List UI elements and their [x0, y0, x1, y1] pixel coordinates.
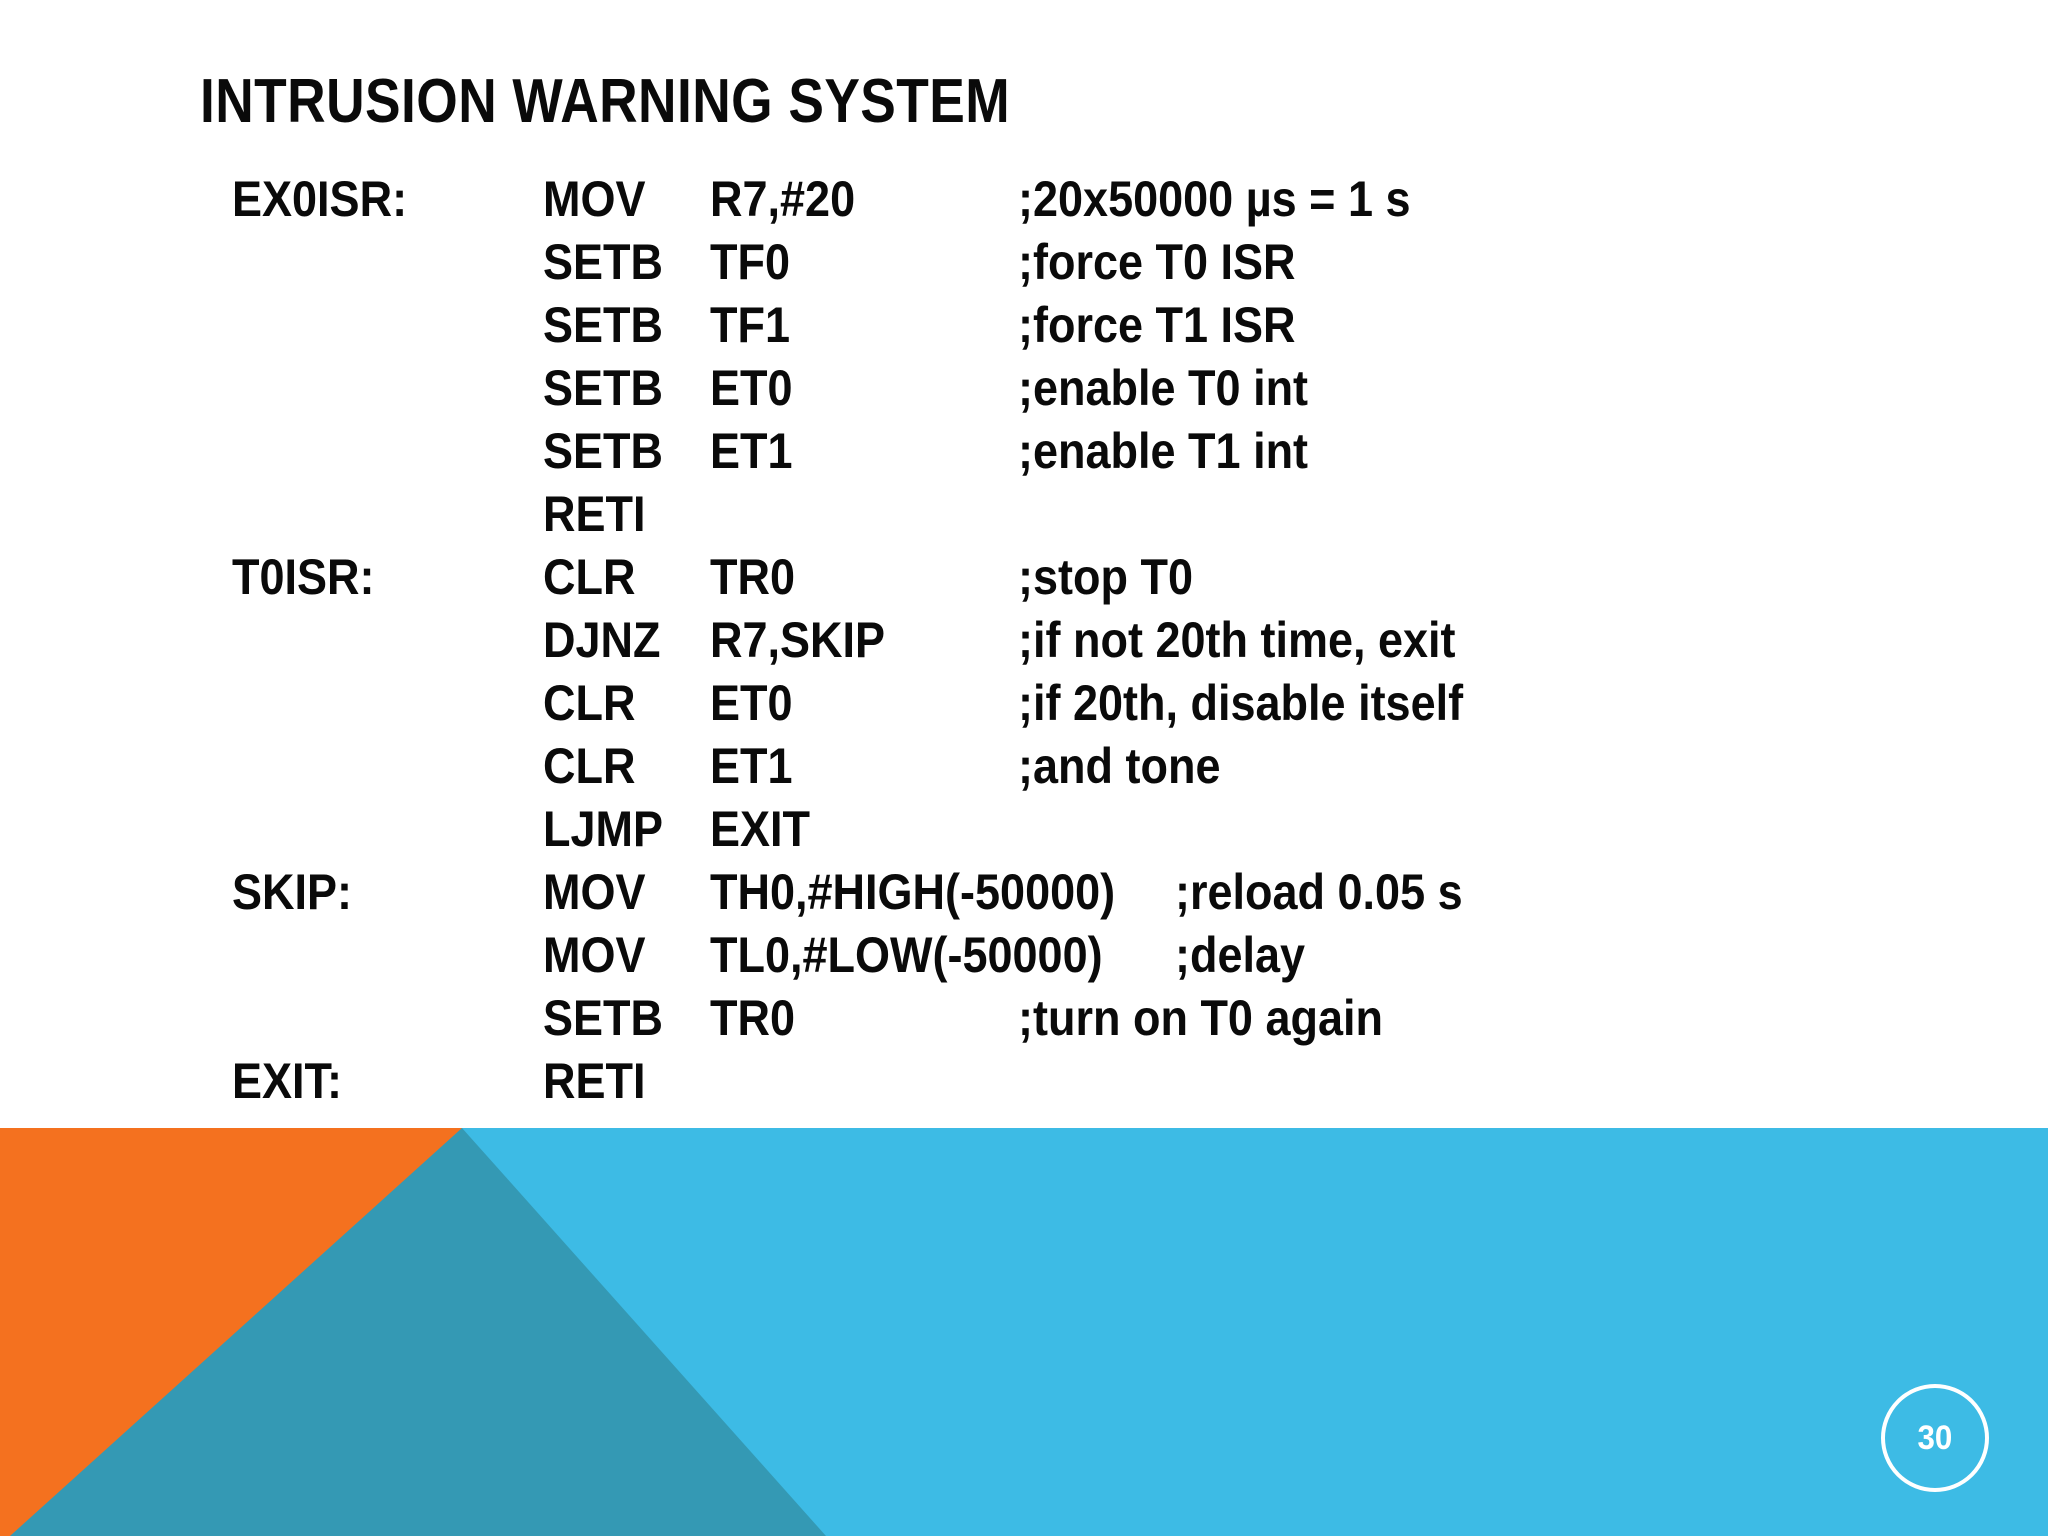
code-line: MOV TL0,#LOW(-50000) ;delay — [0, 924, 2048, 987]
code-mnemonic: DJNZ — [543, 612, 661, 668]
code-mnemonic: CLR — [543, 675, 636, 731]
band-triangle — [10, 1128, 826, 1536]
code-operand: ET0 — [710, 360, 793, 416]
code-comment: ;enable T0 int — [1018, 360, 1309, 416]
decorative-bottom-band — [0, 1128, 2048, 1536]
code-line: DJNZ R7,SKIP ;if not 20th time, exit — [0, 609, 2048, 672]
code-line: EXIT: RETI — [0, 1050, 2048, 1113]
code-label: SKIP: — [232, 864, 353, 920]
code-comment: ;turn on T0 again — [1018, 990, 1383, 1046]
code-operand: TL0,#LOW(-50000) — [710, 927, 1103, 983]
code-comment: ;20x50000 µs = 1 s — [1018, 171, 1411, 227]
code-mnemonic: SETB — [543, 423, 664, 479]
code-mnemonic: RETI — [543, 486, 646, 542]
code-line: SETB ET1 ;enable T1 int — [0, 420, 2048, 483]
code-comment: ;stop T0 — [1018, 549, 1193, 605]
code-mnemonic: MOV — [543, 927, 646, 983]
code-mnemonic: SETB — [543, 297, 664, 353]
code-operand: TF0 — [710, 234, 791, 290]
code-comment: ;if not 20th time, exit — [1018, 612, 1456, 668]
code-comment: ;force T0 ISR — [1018, 234, 1296, 290]
code-line: LJMP EXIT — [0, 798, 2048, 861]
page-title: INTRUSION WARNING SYSTEM — [200, 67, 1011, 136]
code-mnemonic: SETB — [543, 234, 664, 290]
code-operand: TH0,#HIGH(-50000) — [710, 864, 1116, 920]
code-mnemonic: LJMP — [543, 801, 664, 857]
code-line: T0ISR: CLR TR0 ;stop T0 — [0, 546, 2048, 609]
code-line: SETB TF0 ;force T0 ISR — [0, 231, 2048, 294]
code-comment: ;reload 0.05 s — [1175, 864, 1463, 920]
assembly-code-listing: EX0ISR: MOV R7,#20 ;20x50000 µs = 1 s SETB TF… — [0, 168, 2048, 1113]
code-line: SKIP: MOV TH0,#HIGH(-50000) ;reload 0.05 s — [0, 861, 2048, 924]
code-operand: ET1 — [710, 423, 793, 479]
code-operand: EXIT — [710, 801, 811, 857]
code-mnemonic: RETI — [543, 1053, 646, 1109]
code-mnemonic: CLR — [543, 549, 636, 605]
code-label: T0ISR: — [232, 549, 375, 605]
code-operand: TR0 — [710, 990, 796, 1046]
code-line: CLR ET0 ;if 20th, disable itself — [0, 672, 2048, 735]
code-operand: R7,SKIP — [710, 612, 886, 668]
code-line: SETB TF1 ;force T1 ISR — [0, 294, 2048, 357]
code-operand: R7,#20 — [710, 171, 856, 227]
code-comment: ;delay — [1175, 927, 1306, 983]
code-operand: TF1 — [710, 297, 791, 353]
code-mnemonic: SETB — [543, 990, 664, 1046]
code-line: SETB TR0 ;turn on T0 again — [0, 987, 2048, 1050]
code-line: SETB ET0 ;enable T0 int — [0, 357, 2048, 420]
code-comment: ;and tone — [1018, 738, 1221, 794]
code-operand: ET1 — [710, 738, 793, 794]
code-comment: ;enable T1 int — [1018, 423, 1309, 479]
code-line: CLR ET1 ;and tone — [0, 735, 2048, 798]
code-operand: ET0 — [710, 675, 793, 731]
band-graphic — [0, 1128, 2048, 1536]
code-label: EX0ISR: — [232, 171, 408, 227]
code-comment: ;if 20th, disable itself — [1018, 675, 1464, 731]
page-number-badge: 30 — [1881, 1384, 1989, 1492]
code-mnemonic: MOV — [543, 864, 646, 920]
code-operand: TR0 — [710, 549, 796, 605]
code-comment: ;force T1 ISR — [1018, 297, 1296, 353]
code-mnemonic: MOV — [543, 171, 646, 227]
code-line: EX0ISR: MOV R7,#20 ;20x50000 µs = 1 s — [0, 168, 2048, 231]
page-number-label: 30 — [1917, 1418, 1953, 1457]
code-line: RETI — [0, 483, 2048, 546]
code-mnemonic: SETB — [543, 360, 664, 416]
code-label: EXIT: — [232, 1053, 343, 1109]
code-mnemonic: CLR — [543, 738, 636, 794]
